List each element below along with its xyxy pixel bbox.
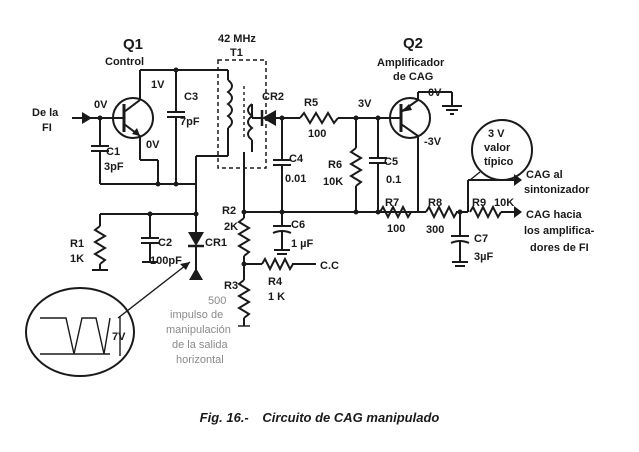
out-fi-3: dores de FI (530, 242, 589, 254)
r2-label: R2 (222, 205, 236, 217)
pulse-text-2: manipulación (166, 324, 231, 336)
cr2-label: CR2 (262, 91, 284, 103)
r9-label: R9 (472, 197, 486, 209)
capacitor-c6 (272, 212, 292, 255)
capacitor-c2 (141, 214, 159, 263)
caption-prefix: Fig. 16.- (199, 410, 249, 425)
v-q2-emitter: 0V (428, 87, 442, 99)
c1-value: 3pF (104, 161, 124, 173)
cc-label: C.C (320, 260, 339, 272)
c6-label: C6 (291, 219, 305, 231)
pulse-text-3: de la salida (172, 339, 229, 351)
c7-value: 3µF (474, 251, 493, 263)
q1-name: Control (105, 56, 144, 68)
r2-value: 2K (224, 221, 238, 233)
c7-label: C7 (474, 233, 488, 245)
q2-name-2: de CAG (393, 71, 433, 83)
c4-label: C4 (289, 153, 304, 165)
r6-value: 10K (323, 176, 343, 188)
r1-value: 1K (70, 253, 84, 265)
input-label-1: De la (32, 107, 59, 119)
v-q1-collector: 1V (151, 79, 165, 91)
ground-q2 (442, 92, 462, 115)
r5-value: 100 (308, 128, 326, 140)
resistor-r7 (379, 204, 412, 220)
c4-value: 0.01 (285, 173, 306, 185)
v-in: 0V (94, 99, 108, 111)
q2-label: Q2 (403, 35, 423, 52)
diode-cr1 (188, 214, 204, 280)
c2-label: C2 (158, 237, 172, 249)
v-q2-base: 3V (358, 98, 372, 110)
capacitor-c5 (369, 118, 387, 212)
q1-label: Q1 (123, 36, 143, 53)
c1-label: C1 (106, 146, 120, 158)
capacitor-c1 (91, 118, 109, 184)
r4-value: 1 K (268, 291, 285, 303)
r7-label: R7 (385, 197, 399, 209)
out-fi-1: CAG hacia (526, 209, 583, 221)
r5-label: R5 (304, 97, 318, 109)
capacitor-c3 (167, 70, 185, 184)
r1-label: R1 (70, 238, 84, 250)
bubble-text-3: típico (484, 156, 514, 168)
pulse-waveform (40, 316, 121, 356)
resistor-r4 (244, 256, 316, 272)
freq-label: 42 MHz (218, 33, 256, 45)
waveform-bubble (25, 287, 135, 377)
diode-cr2 (252, 110, 300, 126)
r8-label: R8 (428, 197, 442, 209)
input-wire (72, 112, 124, 124)
capacitor-c7 (450, 212, 470, 267)
r3-label: R3 (224, 280, 238, 292)
c5-value: 0.1 (386, 174, 401, 186)
resistor-r3 (237, 270, 251, 327)
cr1-label: CR1 (205, 237, 227, 249)
out-fi-2: los amplifica- (524, 225, 595, 237)
r3-value: 500 (208, 295, 226, 307)
voltage-bubble (471, 119, 533, 181)
output-arrow-fi (514, 206, 522, 218)
caption-text: Circuito de CAG manipulado (262, 410, 440, 425)
transistor-q2 (389, 97, 431, 139)
pulse-amplitude: 7V (112, 331, 126, 343)
capacitor-c4 (273, 118, 291, 212)
resistor-r5 (299, 111, 398, 125)
out-tuner-2: sintonizador (524, 184, 590, 196)
resistor-r6 (349, 118, 363, 212)
q2-name-1: Amplificador (377, 57, 445, 69)
out-tuner-1: CAG al (526, 169, 563, 181)
resistor-r1 (92, 214, 108, 271)
resistor-r9 (469, 204, 522, 220)
resistor-r2 (237, 204, 251, 270)
r4-label: R4 (268, 276, 283, 288)
r8-value: 300 (426, 224, 444, 236)
r6-label: R6 (328, 159, 342, 171)
t1-label: T1 (230, 47, 243, 59)
bubble-text-1: 3 V (488, 128, 505, 140)
transistor-q1 (112, 97, 154, 139)
r9-value: 10K (494, 197, 514, 209)
resistor-r8 (425, 204, 458, 220)
input-label-2: FI (42, 122, 52, 134)
input-arrow (82, 112, 92, 124)
pulse-text-1: impulso de (170, 309, 223, 321)
t1-shield (217, 59, 267, 169)
figure-caption: Fig. 16.- Circuito de CAG manipulado (0, 410, 639, 425)
bubble-text-2: valor (484, 142, 511, 154)
r7-value: 100 (387, 223, 405, 235)
transformer-t1 (218, 69, 254, 204)
pulse-text-4: horizontal (176, 354, 224, 366)
v-q1-emitter: 0V (146, 139, 160, 151)
c3-label: C3 (184, 91, 198, 103)
c2-value: 100pF (150, 255, 182, 267)
c6-value: 1 µF (291, 238, 314, 250)
v-q2-collector: -3V (424, 136, 442, 148)
c5-label: C5 (384, 156, 398, 168)
c3-value: 7pF (180, 116, 200, 128)
